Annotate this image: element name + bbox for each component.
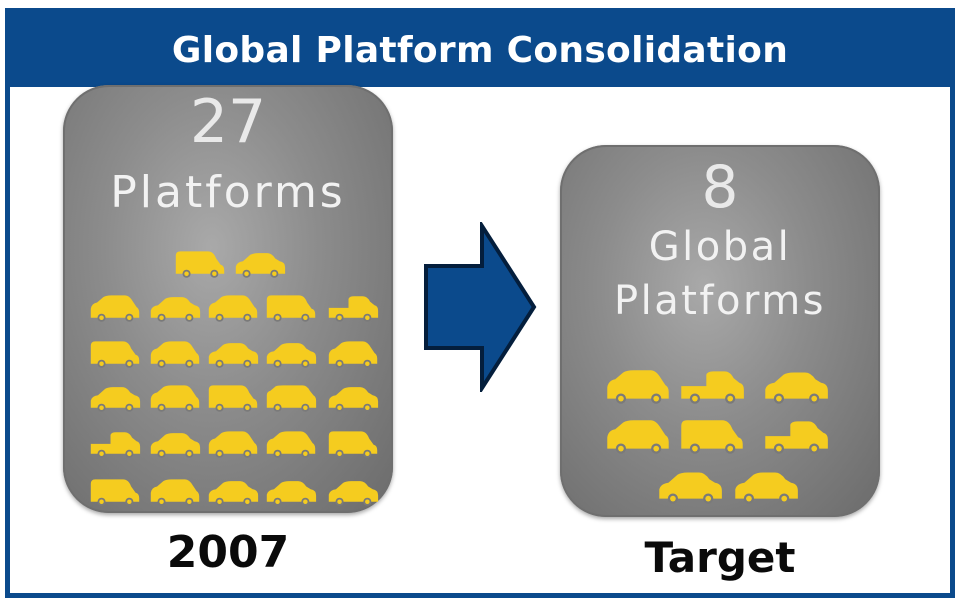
sedan-vehicle-icon bbox=[150, 433, 201, 458]
hatch-vehicle-icon bbox=[150, 385, 200, 412]
suv-vehicle-icon bbox=[266, 385, 317, 412]
pickup-vehicle-icon bbox=[765, 421, 828, 454]
sedan-vehicle-icon bbox=[328, 387, 379, 412]
hatch-vehicle-icon bbox=[607, 420, 669, 454]
sedan-vehicle-icon bbox=[735, 472, 798, 504]
pickup-vehicle-icon bbox=[90, 432, 141, 458]
sedan-vehicle-icon bbox=[208, 343, 259, 368]
hatch-vehicle-icon bbox=[266, 431, 316, 458]
global-label-line2: Platforms bbox=[613, 278, 827, 324]
hatch-vehicle-icon bbox=[208, 431, 258, 458]
sedan-vehicle-icon bbox=[659, 472, 722, 504]
sedan-vehicle-icon bbox=[765, 372, 828, 404]
slide-title: Global Platform Consolidation bbox=[171, 29, 789, 71]
title-bar: Global Platform Consolidation bbox=[10, 13, 950, 87]
van-vehicle-icon bbox=[266, 295, 316, 322]
hatch-vehicle-icon bbox=[150, 341, 200, 368]
sedan-vehicle-icon bbox=[266, 481, 317, 506]
hatch-vehicle-icon bbox=[328, 341, 378, 368]
hatch-vehicle-icon bbox=[607, 370, 669, 404]
sedan-vehicle-icon bbox=[150, 297, 201, 322]
sedan-vehicle-icon bbox=[235, 253, 286, 278]
pickup-vehicle-icon bbox=[681, 371, 744, 404]
van-vehicle-icon bbox=[208, 385, 258, 412]
van-vehicle-icon bbox=[175, 251, 225, 278]
hatch-vehicle-icon bbox=[150, 479, 200, 506]
platform-count-2007: 27 bbox=[189, 87, 267, 157]
caption-target: Target bbox=[644, 533, 796, 582]
caption-2007: 2007 bbox=[166, 527, 290, 578]
sedan-vehicle-icon bbox=[208, 481, 259, 506]
van-vehicle-icon bbox=[681, 420, 743, 454]
van-vehicle-icon bbox=[90, 479, 140, 506]
platform-count-target: 8 bbox=[701, 153, 739, 221]
platforms-label-2007: Platforms bbox=[110, 167, 346, 218]
van-vehicle-icon bbox=[328, 431, 378, 458]
sedan-vehicle-icon bbox=[266, 343, 317, 368]
panel-2007: 27 Platforms bbox=[63, 85, 393, 513]
sedan-vehicle-icon bbox=[90, 387, 141, 412]
global-label-line1: Global bbox=[648, 224, 792, 270]
vehicle-icons-target bbox=[607, 370, 828, 504]
pickup-vehicle-icon bbox=[328, 296, 379, 322]
vehicle-icons-2007 bbox=[90, 251, 379, 506]
hatch-vehicle-icon bbox=[90, 295, 140, 322]
panel-target: 8 Global Platforms bbox=[560, 145, 880, 517]
van-vehicle-icon bbox=[90, 341, 140, 368]
sedan-vehicle-icon bbox=[328, 481, 379, 506]
global-platforms-label: Global Platforms bbox=[560, 227, 880, 321]
hatch-vehicle-icon bbox=[208, 295, 258, 322]
arrow-right-icon bbox=[424, 222, 537, 392]
